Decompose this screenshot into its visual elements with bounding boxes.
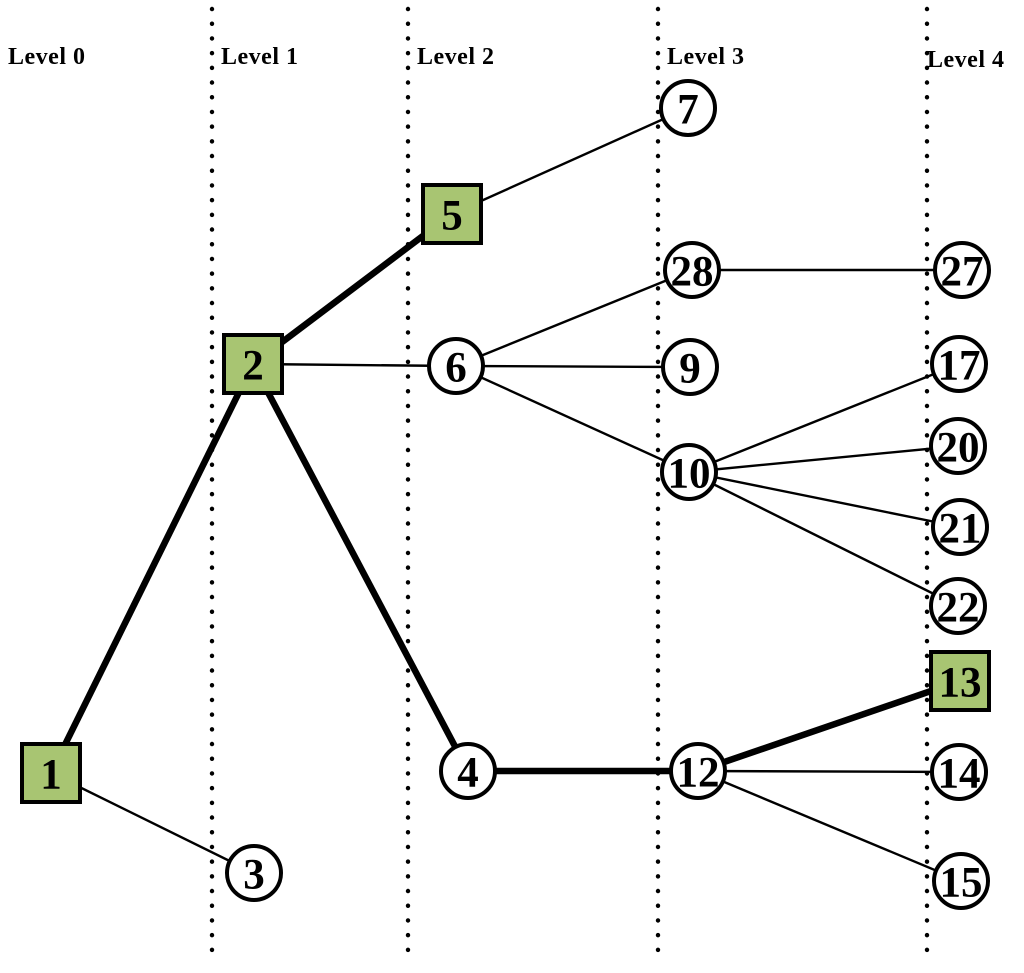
node-6-label: 6 (445, 345, 467, 392)
node-28-label: 28 (671, 249, 714, 296)
node-10-label: 10 (668, 451, 711, 498)
node-6-circle (427, 337, 485, 395)
node-22-circle (929, 577, 987, 635)
edge-10-20 (688, 444, 959, 474)
edge-6-9 (455, 364, 691, 369)
node-14-label: 14 (938, 751, 981, 798)
node-22: 22 (929, 577, 987, 635)
node-28-circle (663, 241, 721, 299)
node-5-square (421, 183, 483, 245)
edge-10-21 (688, 470, 961, 529)
node-3: 3 (225, 844, 283, 902)
node-28: 28 (663, 241, 721, 299)
node-13-square (929, 650, 991, 712)
edge-1-3 (50, 771, 255, 875)
node-6: 6 (427, 337, 485, 395)
node-1-label: 1 (40, 752, 62, 799)
edge-1-2 (48, 362, 256, 775)
node-22-label: 22 (937, 585, 980, 632)
edge-5-7 (451, 106, 689, 216)
node-17-label: 17 (938, 343, 981, 390)
level-3-label: Level 3 (667, 44, 745, 70)
node-21-circle (931, 498, 989, 556)
node-15: 15 (932, 852, 990, 910)
node-5: 5 (421, 183, 483, 245)
node-9-circle (661, 338, 719, 396)
edge-10-17 (688, 362, 960, 474)
node-12-circle (669, 742, 727, 800)
node-7-label: 7 (677, 87, 699, 134)
edge-2-4 (250, 362, 471, 773)
edge-12-13 (696, 677, 962, 775)
node-21: 21 (931, 498, 989, 556)
node-12-label: 12 (677, 750, 720, 797)
node-3-label: 3 (243, 852, 265, 899)
node-14-circle (930, 743, 988, 801)
node-20: 20 (929, 417, 987, 475)
node-14: 14 (930, 743, 988, 801)
node-4-circle (439, 742, 497, 800)
node-17-circle (930, 335, 988, 393)
node-4: 4 (439, 742, 497, 800)
node-27-label: 27 (941, 249, 984, 296)
node-15-label: 15 (940, 860, 983, 907)
node-7: 7 (659, 79, 717, 137)
node-10-circle (660, 443, 718, 501)
edge-2-6 (252, 362, 457, 368)
edge-10-22 (688, 470, 959, 608)
node-27-circle (933, 241, 991, 299)
level-1-label: Level 1 (221, 44, 299, 70)
node-3-circle (225, 844, 283, 902)
node-9-label: 9 (679, 346, 701, 393)
node-2-square (222, 333, 284, 395)
level-4-label: Level 4 (927, 47, 1005, 73)
node-7-circle (659, 79, 717, 137)
node-20-circle (929, 417, 987, 475)
node-4-label: 4 (457, 750, 479, 797)
node-1: 1 (20, 742, 82, 804)
edge-12-15 (697, 769, 962, 883)
node-2-label: 2 (242, 343, 264, 390)
node-9: 9 (661, 338, 719, 396)
node-12: 12 (669, 742, 727, 800)
node-20-label: 20 (937, 425, 980, 472)
node-10: 10 (660, 443, 718, 501)
node-27: 27 (933, 241, 991, 299)
edge-6-10 (455, 364, 690, 474)
edge-12-14 (697, 769, 960, 774)
edge-6-28 (455, 268, 693, 368)
level-0-label: Level 0 (8, 44, 86, 70)
node-13-label: 13 (939, 660, 982, 707)
edge-2-5 (251, 211, 454, 367)
node-15-circle (932, 852, 990, 910)
node-13: 13 (929, 650, 991, 712)
level-2-label: Level 2 (417, 44, 495, 70)
node-1-square (20, 742, 82, 804)
node-17: 17 (930, 335, 988, 393)
node-5-label: 5 (441, 193, 463, 240)
node-2: 2 (222, 333, 284, 395)
node-21-label: 21 (939, 506, 982, 553)
